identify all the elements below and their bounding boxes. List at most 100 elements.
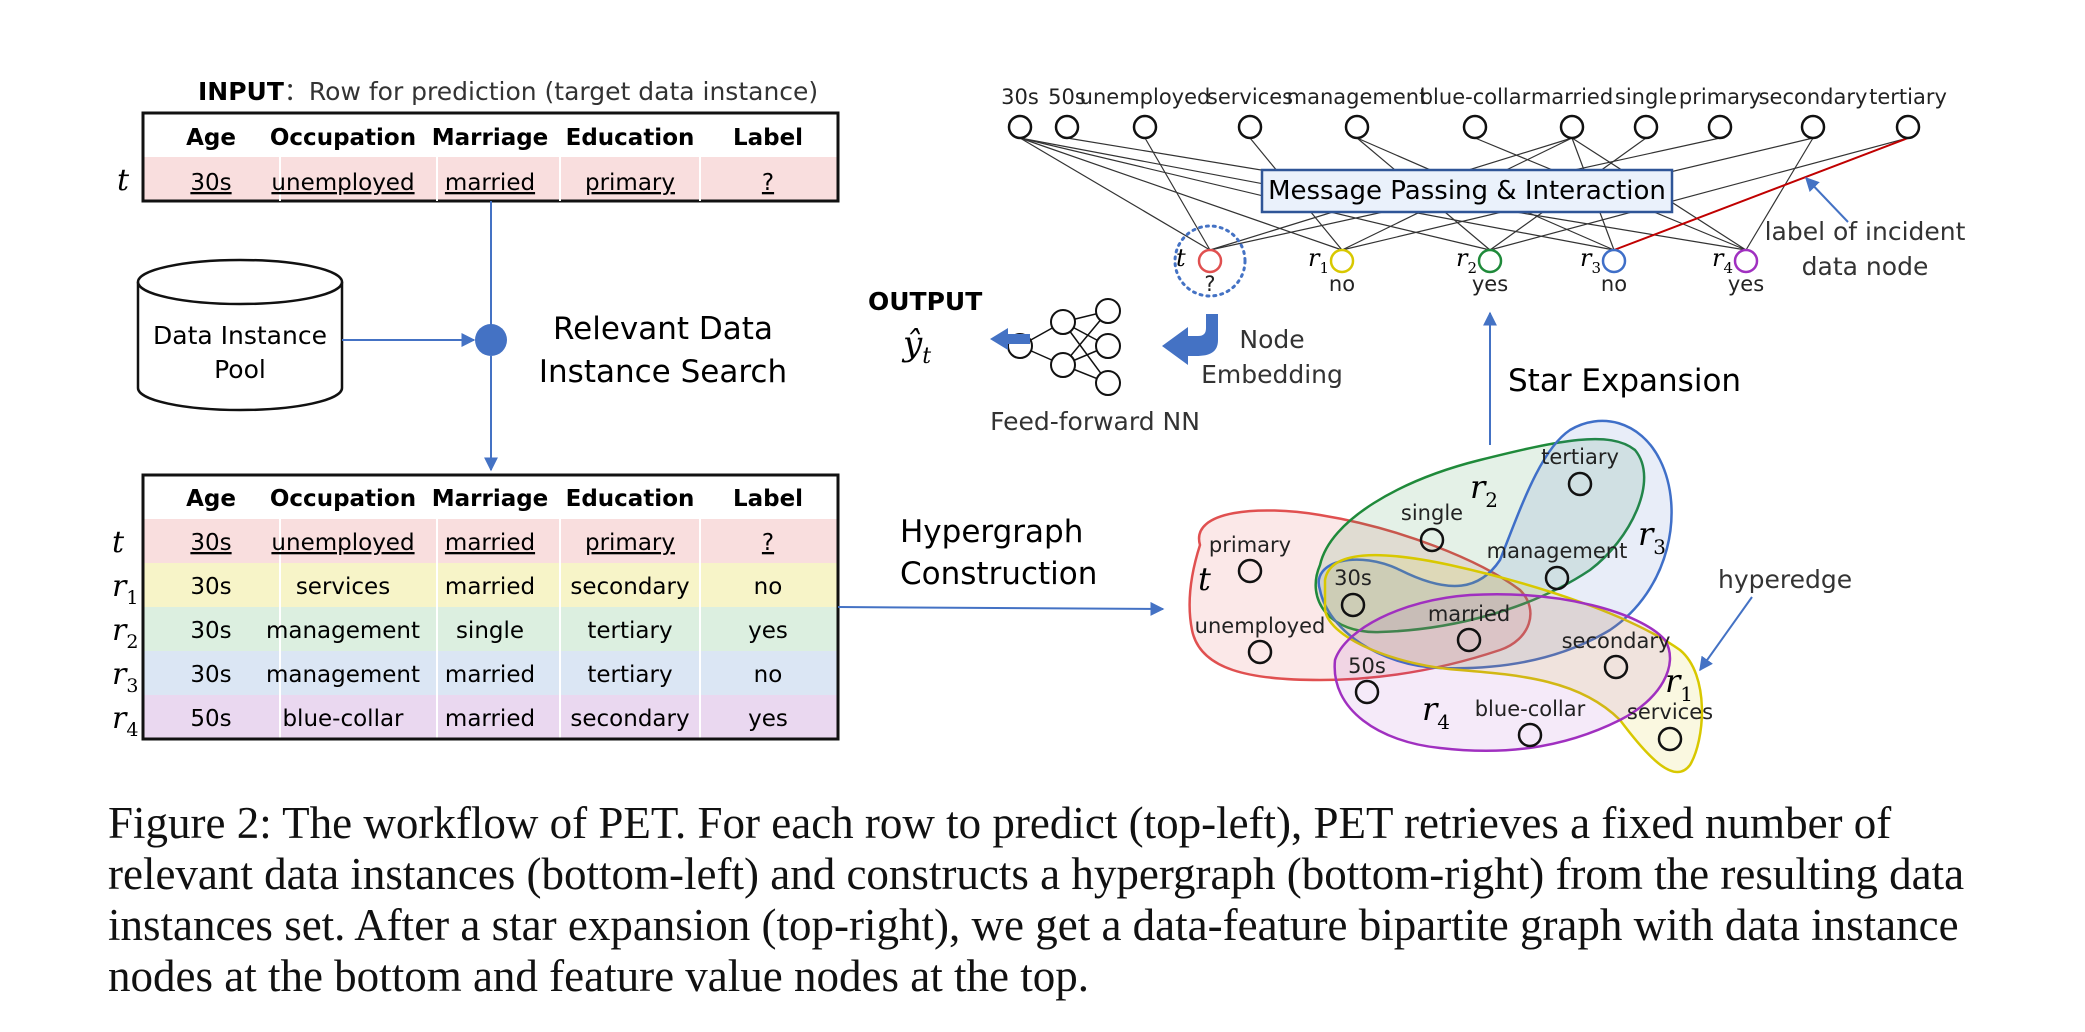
- feature-node-50s: [1054, 114, 1080, 140]
- feed-forward-nn: [1007, 298, 1121, 396]
- input-title: INPUT：Row for prediction (target data in…: [198, 77, 818, 106]
- hypergraph-node-50s: [1354, 679, 1380, 705]
- retrieved-cell: no: [754, 574, 783, 600]
- feature-node-label: single: [1615, 85, 1677, 109]
- retrieved-header-label: Label: [733, 486, 803, 512]
- input-cell: married: [445, 170, 535, 196]
- hypergraph-node-30s: [1340, 592, 1366, 618]
- retrieved-header-age: Age: [186, 486, 236, 512]
- nn-neuron: [1050, 309, 1076, 335]
- feature-node-married: [1559, 114, 1585, 140]
- retrieved-row-backgrounds: [143, 519, 838, 739]
- feature-node-blue-collar: [1462, 114, 1488, 140]
- feature-node-unemployed: [1132, 114, 1158, 140]
- retrieved-row-bg: [143, 695, 838, 739]
- feature-node-label: management: [1287, 85, 1428, 109]
- hyperedge-note-arrow: [1699, 596, 1753, 672]
- feature-node-30s: [1007, 114, 1033, 140]
- input-header-age: Age: [186, 125, 236, 151]
- hypergraph-node-tertiary: [1567, 471, 1593, 497]
- hypergraph-node-label: tertiary: [1541, 445, 1619, 469]
- hypergraph-node-label: single: [1401, 501, 1463, 525]
- retrieved-row-label: t: [112, 525, 125, 560]
- node-embedding-line1: Node: [1239, 325, 1304, 354]
- retrieved-cell: married: [445, 662, 535, 688]
- retrieved-cell: management: [266, 618, 420, 644]
- instance-node-label: t: [1176, 244, 1186, 272]
- hyperedge-label: r3: [1638, 515, 1666, 559]
- output-arrow: [990, 328, 1030, 350]
- retrieved-cell: 50s: [190, 706, 231, 732]
- retrieved-row-bg: [143, 607, 838, 651]
- output-title: OUTPUT: [868, 287, 982, 316]
- retrieved-cell: blue-collar: [282, 706, 404, 732]
- input-header-marriage: Marriage: [432, 125, 549, 151]
- hyperedge-label: t: [1198, 560, 1211, 598]
- feature-node-label: services: [1207, 85, 1293, 109]
- instance-node-value: yes: [1728, 272, 1764, 296]
- feature-node-label: married: [1531, 85, 1613, 109]
- hypergraph-node-label: 50s: [1348, 654, 1386, 678]
- hypergraph-node-management: [1544, 565, 1570, 591]
- hypergraph-node-label: services: [1627, 700, 1713, 724]
- search-label-line2: Instance Search: [539, 354, 787, 390]
- instance-node: [1601, 248, 1627, 274]
- node-embedding-line2: Embedding: [1201, 360, 1343, 389]
- input-cell: 30s: [190, 170, 231, 196]
- hyperedge-r4: [1333, 593, 1672, 753]
- label-note-line1: label of incident: [1765, 217, 1966, 246]
- hypergraph-node-label: secondary: [1562, 629, 1671, 653]
- retrieved-cell: tertiary: [587, 662, 672, 688]
- feature-node-label: tertiary: [1869, 85, 1947, 109]
- hypergraph-node-secondary: [1603, 654, 1629, 680]
- pool-label-line2: Pool: [214, 355, 266, 384]
- input-cell: primary: [585, 170, 675, 196]
- hypergraph-node-services: [1657, 726, 1683, 752]
- input-header-label: Label: [733, 125, 803, 151]
- input-cell: ?: [762, 170, 774, 196]
- hypergraph-label-line2: Construction: [900, 556, 1097, 592]
- retrieved-cell: secondary: [570, 706, 689, 732]
- feature-node-management: [1344, 114, 1370, 140]
- retrieved-cell: single: [456, 618, 524, 644]
- instance-node: [1477, 248, 1503, 274]
- hypergraph-node-label: primary: [1209, 533, 1291, 557]
- hyperedge-r2: [1314, 437, 1646, 634]
- input-row-bg: [143, 157, 838, 201]
- retrieved-cell: 30s: [190, 662, 231, 688]
- retrieved-cell: tertiary: [587, 618, 672, 644]
- retrieved-cell: primary: [585, 530, 675, 556]
- hypergraph-node-blue-collar: [1517, 722, 1543, 748]
- bipartite-edge: [1019, 137, 1211, 251]
- retrieved-cell: services: [296, 574, 390, 600]
- instance-node: [1197, 248, 1223, 274]
- retrieved-row-label: r4: [112, 701, 138, 741]
- label-edge: [1613, 137, 1909, 251]
- input-row-label: t: [117, 163, 130, 198]
- instance-node-label: r3: [1580, 244, 1601, 277]
- message-passing-label: Message Passing & Interaction: [1268, 176, 1666, 206]
- feature-node-services: [1237, 114, 1263, 140]
- retrieved-cell: yes: [748, 706, 788, 732]
- hypergraph-node-unemployed: [1247, 639, 1273, 665]
- retrieved-cell: 30s: [190, 574, 231, 600]
- retrieved-cell: yes: [748, 618, 788, 644]
- hypergraph-node-label: 30s: [1334, 566, 1372, 590]
- input-header-occupation: Occupation: [270, 125, 416, 151]
- nn-neuron: [1095, 333, 1121, 359]
- hypergraph-node-label: blue-collar: [1475, 697, 1586, 721]
- feature-node-secondary: [1800, 114, 1826, 140]
- feature-node-label: secondary: [1759, 85, 1868, 109]
- output-symbol: ŷt: [901, 324, 931, 369]
- feature-node-primary: [1707, 114, 1733, 140]
- hypergraph-node-label: management: [1487, 539, 1628, 563]
- nn-neuron: [1050, 352, 1076, 378]
- retrieved-row-bg: [143, 563, 838, 607]
- feature-node-label: primary: [1679, 85, 1761, 109]
